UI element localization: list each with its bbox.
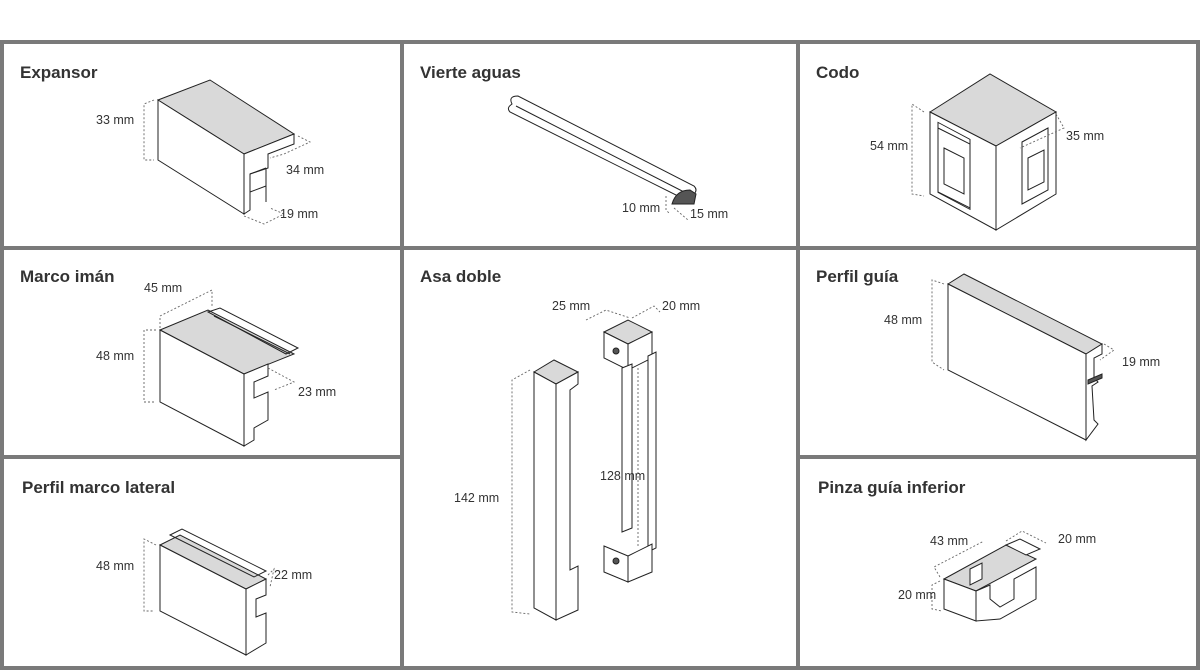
panel-title: Asa doble	[420, 267, 502, 286]
dim-label: 23 mm	[298, 385, 336, 399]
vierte-aguas-drawing: 10 mm 15 mm	[507, 95, 728, 221]
dim-label: 54 mm	[870, 139, 908, 153]
asa-doble-drawing: 25 mm 20 mm 142 mm 128 mm	[454, 299, 700, 621]
panel-marco-iman: Marco imán 45 mm 48 mm 23 mm	[4, 250, 400, 455]
marco-iman-drawing: 45 mm 48 mm 23 mm	[96, 281, 336, 447]
dim-label: 48 mm	[96, 559, 134, 573]
dim-label: 20 mm	[898, 588, 936, 602]
dim-label: 15 mm	[690, 207, 728, 221]
panel-title: Perfil marco lateral	[22, 478, 176, 497]
panel-perfil-marco-lateral: Perfil marco lateral 48 mm 22 mm	[4, 459, 400, 666]
dim-label: 10 mm	[622, 201, 660, 215]
dim-label: 25 mm	[552, 299, 590, 313]
dim-label: 48 mm	[96, 349, 134, 363]
dim-label: 20 mm	[662, 299, 700, 313]
dim-label: 142 mm	[454, 491, 499, 505]
dim-label: 19 mm	[1122, 355, 1160, 369]
codo-drawing: 54 mm 35 mm	[870, 73, 1104, 231]
panel-asa-doble: Asa doble 25 mm 20 mm 142 mm 128 mm	[404, 250, 796, 666]
panel-title: Codo	[816, 63, 860, 82]
dim-label: 20 mm	[1058, 532, 1096, 546]
panel-title: Expansor	[20, 63, 98, 82]
dim-label: 48 mm	[884, 313, 922, 327]
panel-codo: Codo 54 mm 35 mm	[800, 44, 1196, 246]
dim-label: 33 mm	[96, 113, 134, 127]
panel-pinza-guia-inferior: Pinza guía inferior 43 mm 20 mm 20 mm	[800, 459, 1196, 666]
pinza-guia-inferior-drawing: 43 mm 20 mm 20 mm	[898, 530, 1096, 622]
dim-label: 45 mm	[144, 281, 182, 295]
perfil-guia-drawing: 48 mm 19 mm	[884, 273, 1160, 442]
panel-title: Perfil guía	[816, 267, 899, 286]
dim-label: 22 mm	[274, 568, 312, 582]
panel-title: Vierte aguas	[420, 63, 521, 82]
panel-title: Pinza guía inferior	[818, 478, 966, 497]
dim-label: 34 mm	[286, 163, 324, 177]
panel-title: Marco imán	[20, 267, 115, 286]
dim-label: 43 mm	[930, 534, 968, 548]
dim-label: 35 mm	[1066, 129, 1104, 143]
panel-expansor: Expansor 33 mm 34 mm 19 mm	[4, 44, 400, 246]
panel-perfil-guia: Perfil guía 48 mm 19 mm	[800, 250, 1196, 455]
perfil-marco-lateral-drawing: 48 mm 22 mm	[96, 528, 312, 656]
panel-vierte-aguas: Vierte aguas 10 mm 15 mm	[404, 44, 796, 246]
dim-label: 128 mm	[600, 469, 645, 483]
dim-label: 19 mm	[280, 207, 318, 221]
expansor-drawing: 33 mm 34 mm 19 mm	[96, 79, 324, 225]
